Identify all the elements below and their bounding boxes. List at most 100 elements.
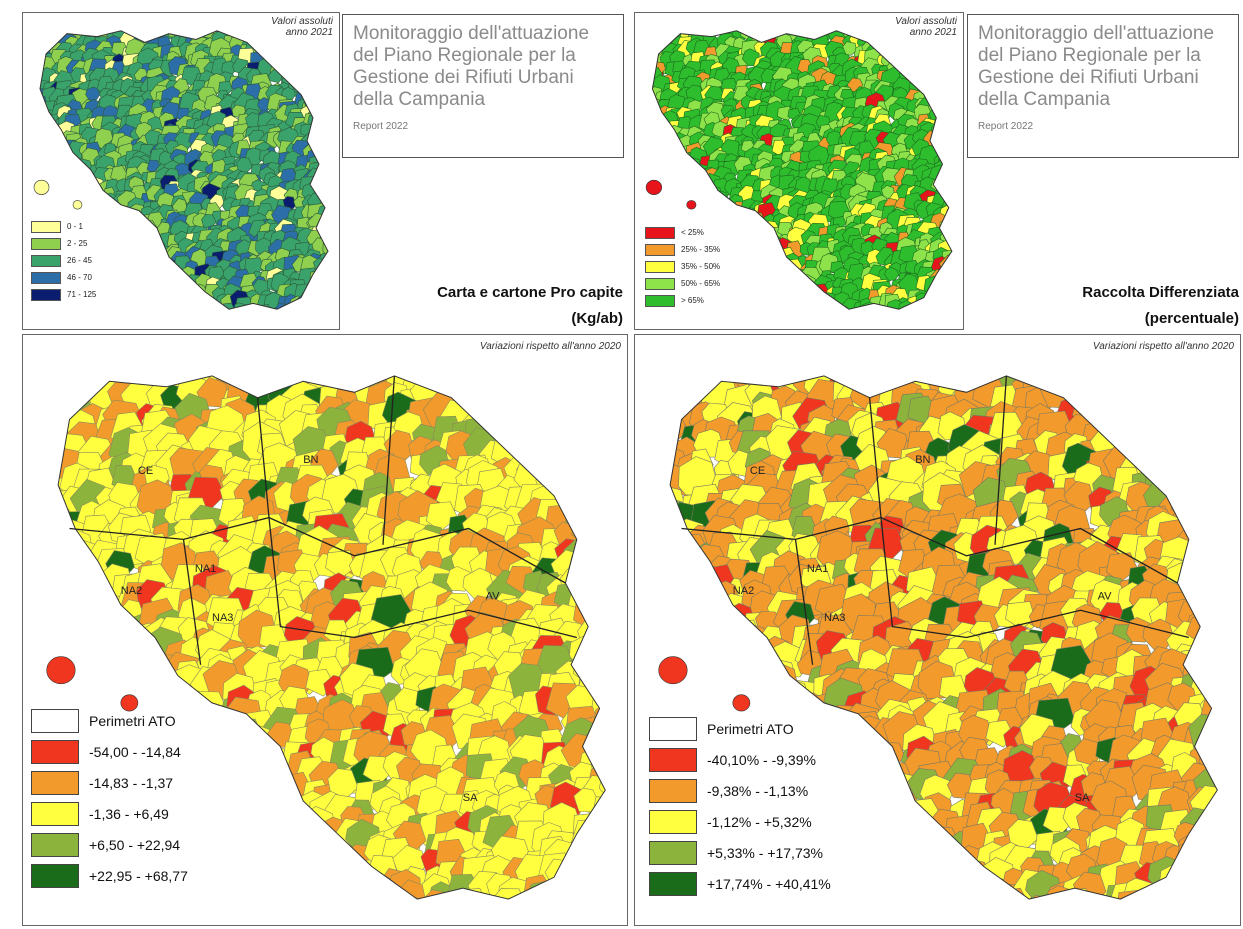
municipality (865, 771, 894, 800)
municipality (44, 312, 57, 325)
municipality (635, 182, 648, 198)
municipality (602, 433, 606, 466)
legend-item: +22,95 - +68,77 (31, 862, 188, 889)
municipality (729, 268, 748, 287)
municipality (635, 86, 649, 102)
municipality (58, 578, 92, 619)
municipality (635, 49, 652, 66)
municipality (238, 844, 275, 879)
municipality (233, 812, 263, 841)
municipality (652, 30, 659, 49)
municipality (1201, 489, 1218, 529)
municipality (808, 299, 826, 310)
municipality (448, 907, 487, 925)
municipality (172, 303, 190, 310)
left-map-title-line1: Carta e cartone Pro capite (437, 284, 623, 301)
municipality (23, 152, 33, 172)
municipality (943, 166, 952, 181)
municipality (122, 318, 136, 330)
municipality (486, 375, 521, 401)
municipality (599, 866, 606, 900)
municipality (62, 339, 93, 369)
municipality (635, 197, 642, 217)
municipality (635, 122, 640, 137)
municipality (148, 276, 165, 292)
municipality (1205, 382, 1218, 414)
municipality (750, 219, 770, 239)
ato-boundary (182, 539, 202, 665)
municipality (331, 129, 339, 145)
municipality (309, 279, 325, 295)
municipality (40, 44, 46, 62)
municipality (938, 44, 952, 60)
municipality (153, 13, 172, 30)
municipality (1188, 399, 1218, 438)
municipality (659, 170, 674, 184)
municipality (593, 395, 606, 422)
municipality (950, 72, 952, 90)
municipality (327, 186, 328, 205)
left-report-title: Monitoraggio dell'attuazione del Piano R… (353, 23, 590, 110)
municipality (242, 774, 282, 814)
municipality (54, 179, 73, 198)
municipality (759, 268, 773, 283)
municipality (635, 519, 656, 556)
municipality (921, 76, 942, 98)
municipality (591, 796, 606, 827)
municipality (188, 847, 221, 880)
municipality (1203, 463, 1218, 496)
municipality (656, 135, 672, 151)
municipality (330, 96, 339, 115)
municipality (410, 907, 446, 926)
municipality (23, 52, 32, 67)
municipality (23, 160, 32, 174)
municipality (329, 213, 339, 226)
municipality (756, 229, 778, 251)
municipality (23, 177, 29, 191)
municipality (548, 905, 575, 925)
municipality (127, 375, 156, 382)
municipality (763, 247, 779, 262)
legend-swatch (31, 832, 79, 857)
municipality (930, 125, 945, 140)
municipality (212, 842, 251, 878)
municipality (652, 121, 656, 142)
municipality (667, 199, 682, 214)
municipality (502, 378, 533, 408)
municipality (281, 311, 302, 329)
municipality (140, 890, 178, 900)
ato-label: CE (138, 465, 153, 477)
municipality (670, 684, 675, 713)
municipality (102, 284, 120, 301)
municipality (635, 365, 654, 401)
municipality (658, 137, 678, 157)
municipality (239, 30, 263, 43)
municipality (840, 335, 871, 357)
municipality (23, 66, 33, 80)
municipality (23, 82, 33, 99)
municipality (238, 375, 271, 394)
municipality (58, 598, 90, 629)
municipality (925, 375, 961, 388)
municipality (590, 854, 606, 885)
municipality (880, 811, 917, 849)
municipality (686, 179, 703, 195)
municipality (670, 13, 691, 28)
municipality (27, 13, 45, 23)
municipality (876, 30, 892, 35)
municipality (635, 350, 665, 387)
municipality (322, 262, 328, 280)
municipality (773, 271, 796, 294)
municipality (224, 13, 244, 22)
municipality (596, 795, 606, 830)
municipality (829, 335, 863, 364)
municipality (1100, 386, 1137, 421)
municipality (745, 279, 762, 295)
municipality (185, 720, 214, 749)
municipality (1075, 375, 1105, 396)
municipality (728, 216, 745, 233)
municipality (87, 303, 104, 310)
municipality (23, 368, 39, 395)
municipality (518, 400, 554, 434)
